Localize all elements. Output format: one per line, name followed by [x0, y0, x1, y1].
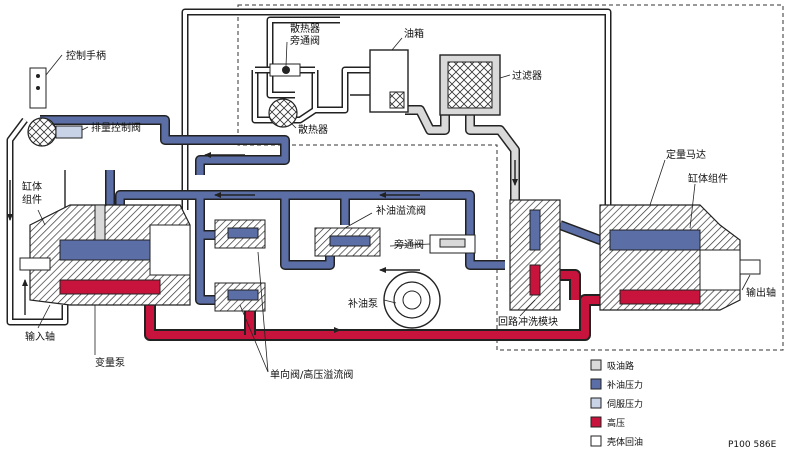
label-charge-relief-valve: 补油溢流阀	[376, 204, 426, 217]
check-relief-valve-upper	[214, 219, 266, 249]
charge-relief-valve	[314, 227, 381, 257]
figure-code: P100 586E	[728, 440, 777, 450]
label-cylinder-assembly-right: 缸体组件	[688, 172, 728, 185]
reservoir	[369, 49, 409, 113]
label-cylinder-left-line2: 组件	[22, 193, 42, 206]
legend-label-high: 高压	[607, 417, 625, 429]
label-reservoir: 油箱	[404, 27, 424, 40]
label-radiator: 散热器	[298, 123, 328, 136]
label-cylinder-assembly-left: 缸体 组件	[22, 180, 45, 206]
label-radiator-bypass-line1: 散热器	[290, 22, 320, 35]
displacement-control-valve	[27, 117, 83, 147]
legend-label-charge: 补油压力	[607, 379, 643, 391]
loop-flushing-module	[509, 199, 561, 311]
bypass-valve-symbol	[429, 234, 476, 254]
label-bypass-valve: 旁通阀	[394, 238, 424, 251]
legend-item-suction: 吸油路	[590, 359, 634, 372]
legend-label-servo: 伺服压力	[607, 398, 643, 410]
label-charge-pump: 补油泵	[348, 297, 378, 310]
filter	[439, 54, 501, 116]
legend-item-case: 壳体回油	[590, 435, 643, 448]
label-filter: 过滤器	[512, 69, 542, 82]
legend-label-suction: 吸油路	[607, 360, 634, 372]
charge-pump-gear	[383, 271, 441, 329]
label-radiator-bypass-line2: 旁通阀	[290, 34, 320, 47]
leader-lines	[37, 37, 751, 373]
radiator	[268, 98, 298, 128]
radiator-bypass-valve	[269, 63, 301, 77]
check-relief-valve-lower	[214, 282, 266, 312]
label-control-handle: 控制手柄	[66, 49, 106, 62]
label-fixed-motor: 定量马达	[666, 148, 706, 161]
label-output-shaft: 输出轴	[746, 286, 776, 299]
legend-item-charge: 补油压力	[590, 378, 643, 391]
label-radiator-bypass-valve: 散热器 旁通阀	[290, 22, 323, 47]
legend-item-servo: 伺服压力	[590, 397, 643, 410]
label-cylinder-left-line1: 缸体	[22, 180, 42, 193]
legend: 吸油路 补油压力 伺服压力 高压 壳体回油	[590, 359, 643, 448]
variable-pump	[19, 204, 191, 306]
label-check-relief-valve: 单向阀/高压溢流阀	[270, 368, 353, 381]
label-variable-pump: 变量泵	[95, 356, 125, 369]
legend-item-high: 高压	[590, 416, 625, 429]
fixed-motor	[599, 204, 761, 311]
legend-label-case: 壳体回油	[607, 436, 643, 448]
label-input-shaft: 输入轴	[25, 330, 55, 343]
case-drain-lines	[6, 8, 612, 326]
control-handle[interactable]	[29, 67, 47, 109]
label-flush-block: 回路冲洗模块	[498, 315, 558, 328]
label-displacement-valve: 排量控制阀	[91, 121, 141, 134]
